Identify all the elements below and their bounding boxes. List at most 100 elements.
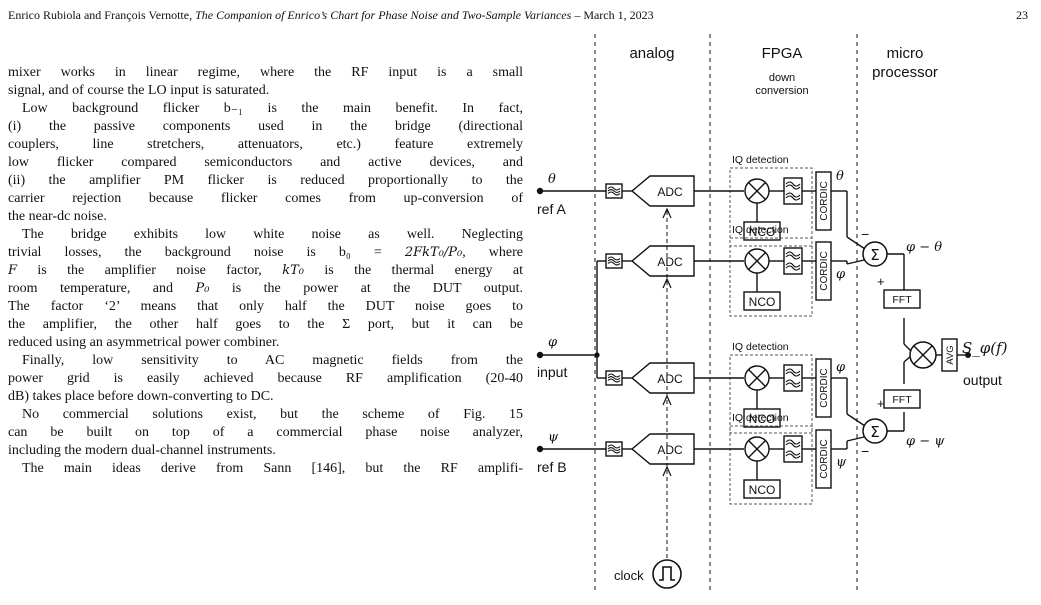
text-line: reduced using an asymmetrical power comb… <box>8 335 280 350</box>
summer-upper: Σ − + <box>861 226 888 289</box>
paragraph-3: The bridge exhibits low white noise as w… <box>8 226 523 352</box>
text-line: Finally, low sensitivity to AC magnetic … <box>22 353 523 368</box>
channel-input-lower: IQ detection ADC NCO CORDIC <box>605 341 832 434</box>
section-processor: processor <box>872 64 938 81</box>
adc-block <box>630 433 695 465</box>
text-line: F is the amplifier noise factor, kT₀ is … <box>8 262 523 280</box>
sigma-label: Σ <box>870 423 879 441</box>
math-expression: P₀ <box>195 281 210 296</box>
iq-detection-label: IQ detection <box>732 154 789 166</box>
iq-detection-label: IQ detection <box>732 341 789 353</box>
nco-label: NCO <box>749 412 776 426</box>
sigma-label: Σ <box>870 246 879 264</box>
text-line: (ii) the amplifier PM flicker is reduced… <box>8 173 523 188</box>
avg-block: AVG <box>941 338 958 372</box>
clock-icon <box>652 559 682 589</box>
input-label: input <box>537 364 567 380</box>
text-fragment: trivial losses, the background noise is … <box>8 245 405 260</box>
channel-ref-b: IQ detection ADC NCO CORDIC <box>605 412 832 505</box>
output-expression: S_φ(f) <box>962 339 1008 357</box>
adc-block <box>630 362 695 394</box>
down-label: down <box>769 72 795 84</box>
paragraph-1: mixer works in linear regime, where the … <box>8 64 523 100</box>
fft-label: FFT <box>892 294 912 306</box>
text-line: The main ideas derive from Sann [146], b… <box>22 461 523 476</box>
text-line: the near-dc noise. <box>8 209 107 224</box>
phi-in-label: φ <box>548 335 558 350</box>
text-line: The bridge exhibits low white noise as w… <box>22 227 523 242</box>
nco-label: NCO <box>749 483 776 497</box>
text-line: power grid is easily achieved because RF… <box>8 371 523 386</box>
ref-b-label: ref B <box>537 459 567 475</box>
paragraph-2: Low background flicker b₋₁ is the main b… <box>8 100 523 226</box>
junction-dot <box>594 352 600 358</box>
text-line: No commercial solutions exist, but the s… <box>22 407 523 422</box>
phi-minus-psi-label: φ − ψ <box>906 434 945 449</box>
section-micro: micro <box>887 45 924 62</box>
header-date: – March 1, 2023 <box>571 8 654 22</box>
paragraph-6: The main ideas derive from Sann [146], b… <box>8 460 523 478</box>
psi-in-label: ψ <box>548 430 559 445</box>
header-title: The Companion of Enrico’s Chart for Phas… <box>195 8 572 22</box>
minus-sign: − <box>861 226 869 242</box>
math-expression: 2FkT₀/P₀ <box>404 245 463 260</box>
clock-wiring: clock <box>614 207 682 589</box>
adc-label: ADC <box>657 443 683 457</box>
section-fpga: FPGA <box>762 45 803 62</box>
text-fragment: is the thermal energy at <box>303 263 523 278</box>
block-diagram: analog FPGA micro processor down convers… <box>530 30 1040 605</box>
port-dot <box>536 351 544 359</box>
text-line: couplers, line stretchers, attenuators, … <box>8 137 523 152</box>
cordic-label: CORDIC <box>819 181 830 220</box>
text-line: can be built on top of a commercial phas… <box>8 425 523 440</box>
section-dividers <box>594 34 858 592</box>
output-expression-label: S_φ(f) <box>962 339 1008 357</box>
adc-block <box>630 245 695 277</box>
plus-sign: + <box>877 274 885 289</box>
adc-label: ADC <box>657 372 683 386</box>
fft-upper: FFT <box>883 289 921 309</box>
adc-label: ADC <box>657 255 683 269</box>
phi-out-label-upper: φ <box>836 267 846 282</box>
text-line: the amplifier, the other half goes to th… <box>8 317 523 332</box>
cordic-label: CORDIC <box>819 368 830 407</box>
header-authors: Enrico Rubiola and François Vernotte, <box>8 8 196 22</box>
text-line: trivial losses, the background noise is … <box>8 244 523 262</box>
text-line: mixer works in linear regime, where the … <box>8 65 523 80</box>
cordic-label: CORDIC <box>819 251 830 290</box>
psi-out-label: ψ <box>836 455 847 470</box>
text-line: carrier rejection because flicker comes … <box>8 191 523 206</box>
output-label: output <box>963 372 1002 388</box>
text-fragment: , where <box>462 245 523 260</box>
math-expression: kT₀ <box>282 263 304 278</box>
processor-wiring <box>831 190 968 450</box>
channel-ref-a: IQ detection ADC NCO CORDIC <box>605 154 832 247</box>
port-dot <box>536 445 544 453</box>
adc-label: ADC <box>657 185 683 199</box>
output-port-dot <box>965 352 971 358</box>
clock-label: clock <box>614 568 644 583</box>
adc-block <box>630 175 695 207</box>
text-line: room temperature, and P₀ is the power at… <box>8 280 523 298</box>
avg-label: AVG <box>945 345 956 364</box>
fft-label: FFT <box>892 394 912 406</box>
conversion-label: conversion <box>755 85 808 97</box>
running-header: Enrico Rubiola and François Vernotte, Th… <box>8 6 1032 24</box>
channel-input-upper: IQ detection ADC NCO CORDIC <box>605 224 832 317</box>
section-analog: analog <box>629 45 674 62</box>
paragraph-4: Finally, low sensitivity to AC magnetic … <box>8 352 523 406</box>
iq-detection-label: IQ detection <box>732 412 789 424</box>
text-line: dB) takes place before down-converting t… <box>8 389 274 404</box>
iq-detection-label: IQ detection <box>732 224 789 236</box>
math-expression: F <box>8 263 18 278</box>
text-fragment: is the power at the DUT output. <box>209 281 523 296</box>
fft-lower: FFT <box>883 389 921 409</box>
summer-lower: Σ + − <box>861 396 888 459</box>
theta-in-label: θ <box>548 172 556 187</box>
phi-minus-theta-label: φ − θ <box>906 240 942 255</box>
text-fragment: is the amplifier noise factor, <box>17 263 283 278</box>
cordic-label: CORDIC <box>819 439 830 478</box>
text-line: including the modern dual-channel instru… <box>8 443 276 458</box>
phi-out-label-lower: φ <box>836 360 846 375</box>
text-fragment: room temperature, and <box>8 281 196 296</box>
